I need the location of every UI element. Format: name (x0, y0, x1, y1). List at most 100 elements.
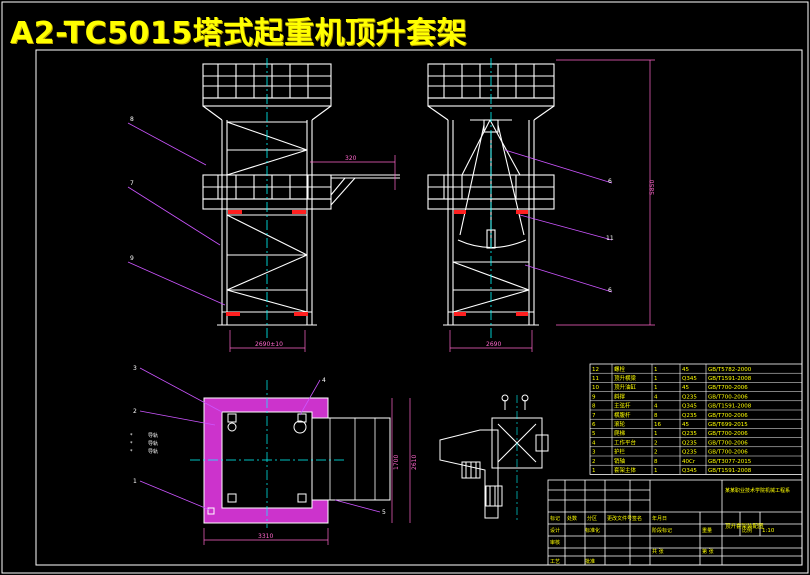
parts-table-cell: 40Cr (682, 459, 696, 465)
parts-table-cell: 8 (654, 413, 658, 419)
front-callout-3: 9 (130, 255, 134, 262)
side-dimensions (449, 59, 655, 352)
parts-table-cell: 横腹杆 (614, 411, 631, 419)
parts-table-cell: Q235 (682, 394, 697, 400)
parts-table-cell: 1 (654, 367, 658, 373)
parts-table-cell: 套架主体 (614, 466, 637, 474)
title-block-label: 共 张 (652, 548, 664, 555)
parts-table-cell: 6 (592, 422, 596, 428)
title-block-label: 分区 (587, 515, 597, 522)
parts-table-cell: Q235 (682, 440, 697, 446)
title-block-label: 处数 (567, 515, 577, 522)
parts-table-cell: GB/T700-2006 (708, 431, 748, 437)
front-callout-2: 7 (130, 180, 134, 187)
parts-table-cell: 滚轮 (614, 420, 626, 428)
parts-table-cell: GB/T1591-2008 (708, 468, 752, 474)
parts-table-cell: 7 (592, 413, 596, 419)
parts-table-cell: 8 (592, 404, 596, 410)
parts-table-cell: 45 (682, 385, 689, 391)
title-block-label: 更改文件号 (607, 515, 632, 522)
title-block-label: 签名 (632, 515, 642, 522)
parts-table-cell: GB/T5782-2000 (708, 367, 752, 373)
parts-table-cell: GB/T700-2006 (708, 440, 748, 446)
side-dim-height: 5850 (649, 180, 656, 195)
parts-table-cell: 4 (592, 440, 596, 446)
parts-table-cell: 4 (654, 394, 658, 400)
title-block-label: 重量 (702, 527, 712, 534)
parts-table-cell: 45 (682, 367, 689, 373)
plan-tick-marks: * * * (130, 433, 133, 455)
plan-label-1: 导轨 (148, 432, 158, 439)
side-callout-2: 11 (606, 235, 614, 242)
parts-table-cell: 11 (592, 376, 599, 382)
front-leaders (127, 122, 226, 306)
title-block-label: 第 张 (702, 548, 714, 555)
parts-table-cell: 3 (592, 450, 596, 456)
plan-callout-3: 2 (133, 408, 137, 415)
parts-table-cell: 2 (592, 459, 596, 465)
parts-table-cell: 爬梯 (614, 429, 626, 437)
title-block-school: 某某职业技术学院机械工程系 (725, 487, 790, 494)
svg-text:*: * (130, 441, 133, 447)
front-dim-platform: 320 (345, 155, 357, 162)
parts-table-cell: Q345 (682, 404, 697, 410)
parts-table-cell: 顶升油缸 (614, 383, 637, 391)
side-red-markers (454, 210, 528, 316)
plan-dim-height-a: 1700 (393, 455, 400, 470)
parts-table-cell: 8 (654, 459, 658, 465)
parts-table-cell: GB/T700-2006 (708, 413, 748, 419)
plan-callout-2: 4 (322, 377, 326, 384)
parts-table-cell: 4 (654, 404, 658, 410)
parts-table-cell: 16 (654, 422, 661, 428)
drawing-title: A2-TC5015塔式起重机顶升套架 (10, 16, 468, 51)
parts-table-cell: 5 (592, 431, 596, 437)
plan-dim-width: 3310 (258, 533, 273, 540)
parts-table-cell: Q235 (682, 450, 697, 456)
plan-callout-5: 5 (382, 509, 386, 516)
parts-table-cell: Q345 (682, 468, 697, 474)
title-block-label: 阶段标记 (652, 527, 672, 534)
title-block-drawing-name: 顶升套架装配图 (725, 522, 764, 530)
title-block-label: 比例 (742, 527, 752, 534)
side-dim-base: 2690 (486, 341, 501, 348)
side-leaders (504, 149, 613, 293)
parts-table-cell: 1 (654, 376, 658, 382)
side-callout-3: 6 (608, 287, 612, 294)
plan-dimensions (203, 398, 411, 545)
parts-table-cell: GB/T1591-2008 (708, 404, 752, 410)
title-block-label: 设计 (550, 527, 560, 534)
title-block-label: 审核 (550, 539, 560, 546)
parts-table-cell: 2 (654, 440, 658, 446)
parts-table-cell: 9 (592, 394, 596, 400)
parts-table-cell: Q235 (682, 431, 697, 437)
plan-label-3: 导轨 (148, 448, 158, 455)
parts-table-cell: GB/T700-2006 (708, 450, 748, 456)
parts-table-cell: 螺栓 (614, 365, 626, 373)
parts-table-cell: 2 (654, 450, 658, 456)
plan-view (190, 380, 391, 528)
parts-table-cell: GB/T700-2006 (708, 394, 748, 400)
side-callout-1: 6 (608, 178, 612, 185)
parts-table-cell: 1 (592, 468, 596, 474)
parts-table-cell: Q345 (682, 376, 697, 382)
front-callout-1: 8 (130, 116, 134, 123)
title-block-scale: 1:10 (762, 528, 775, 534)
plan-leaders (139, 367, 381, 513)
parts-table-cell: 主弦杆 (614, 402, 631, 410)
parts-table-cell: 工作平台 (614, 438, 637, 446)
parts-table-cell: 顶升横梁 (614, 374, 637, 382)
plan-label-2: 导轨 (148, 440, 158, 447)
title-block-label: 年月日 (652, 515, 667, 522)
parts-table-cell: GB/T3077-2015 (708, 459, 752, 465)
front-dim-base: 2690±10 (255, 341, 283, 348)
detail-view (439, 394, 549, 519)
title-block (547, 479, 803, 566)
title-block-label: 标记 (550, 515, 560, 522)
front-red-markers (226, 210, 308, 316)
svg-text:*: * (130, 433, 133, 439)
parts-table-cell: 1 (654, 468, 658, 474)
